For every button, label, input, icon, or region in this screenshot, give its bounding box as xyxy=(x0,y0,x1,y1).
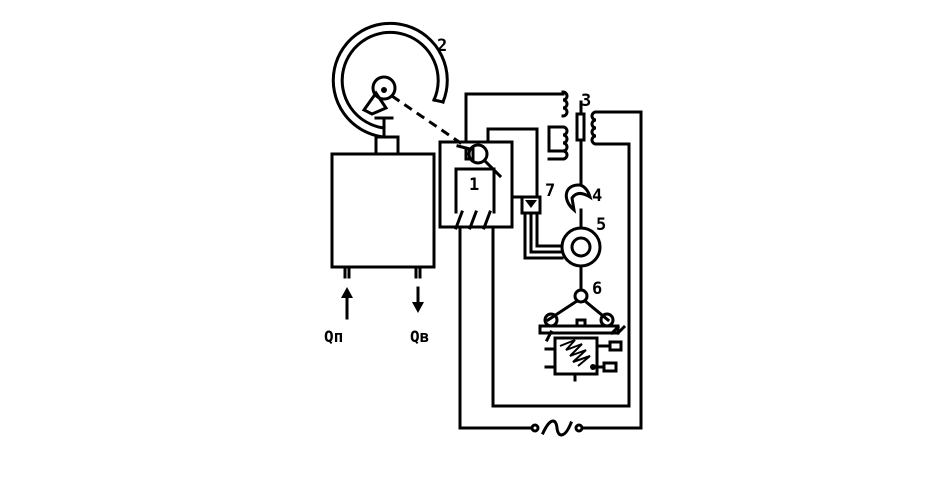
label-qv: Qв xyxy=(410,327,429,346)
gauge-2 xyxy=(331,21,449,139)
mechanism-6 xyxy=(538,288,627,382)
label-7: 7 xyxy=(545,181,555,201)
inlet-pipe xyxy=(341,265,353,320)
label-5: 5 xyxy=(596,215,606,235)
valve-7 xyxy=(520,195,542,215)
cam-4 xyxy=(564,183,593,214)
outlet-pipe xyxy=(412,265,424,313)
label-qp: Qп xyxy=(324,327,343,346)
label-3: 3 xyxy=(581,91,591,111)
wiring xyxy=(458,92,643,430)
label-1: 1 xyxy=(469,175,479,195)
label-6: 6 xyxy=(592,279,602,299)
tank xyxy=(330,135,436,269)
tilde-ac-source-icon xyxy=(530,419,584,437)
motor-5 xyxy=(560,226,602,268)
label-2: 2 xyxy=(437,36,447,56)
label-4: 4 xyxy=(592,186,602,206)
dashed-linkage xyxy=(391,94,466,148)
